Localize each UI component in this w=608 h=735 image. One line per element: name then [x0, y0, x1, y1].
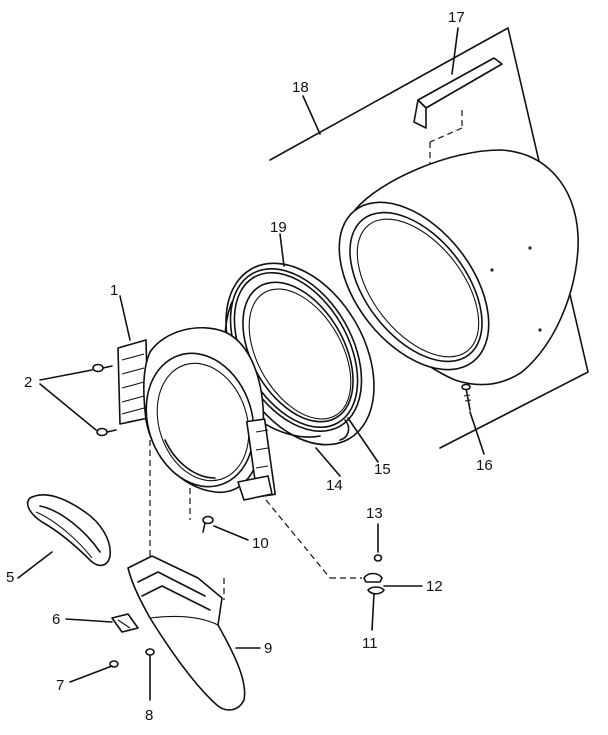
callout-2: 2	[24, 374, 32, 391]
screw-16	[461, 383, 472, 411]
callout-18: 18	[292, 79, 309, 96]
callout-16: 16	[476, 457, 493, 474]
latch	[111, 613, 139, 633]
callout-19: 19	[270, 219, 287, 236]
door-shell	[142, 326, 362, 605]
callout-11: 11	[362, 635, 378, 652]
screws-2	[92, 363, 117, 437]
callout-5: 5	[6, 569, 14, 586]
callout-10: 10	[252, 535, 269, 552]
screw-10	[202, 515, 214, 533]
door-ring	[224, 271, 359, 441]
door-handle	[26, 494, 111, 567]
callout-14: 14	[326, 477, 343, 494]
callout-9: 9	[264, 640, 272, 657]
drum-housing	[338, 149, 579, 386]
callout-7: 7	[56, 677, 64, 694]
leader-lines	[17, 27, 485, 701]
callout-8: 8	[145, 707, 153, 724]
callout-1: 1	[110, 282, 118, 299]
callout-6: 6	[52, 611, 60, 628]
callout-15: 15	[374, 461, 391, 478]
lower-cover	[127, 555, 246, 711]
callout-13: 13	[366, 505, 383, 522]
trim-strip	[413, 57, 503, 346]
callout-labels: 1 2 5 6 7 8 9 10 11 12 13 14 15 16 17 18…	[6, 9, 493, 724]
callout-17: 17	[448, 9, 465, 26]
callout-12: 12	[426, 578, 443, 595]
screw-8	[145, 648, 155, 656]
hardware-11-12-13	[363, 554, 385, 595]
